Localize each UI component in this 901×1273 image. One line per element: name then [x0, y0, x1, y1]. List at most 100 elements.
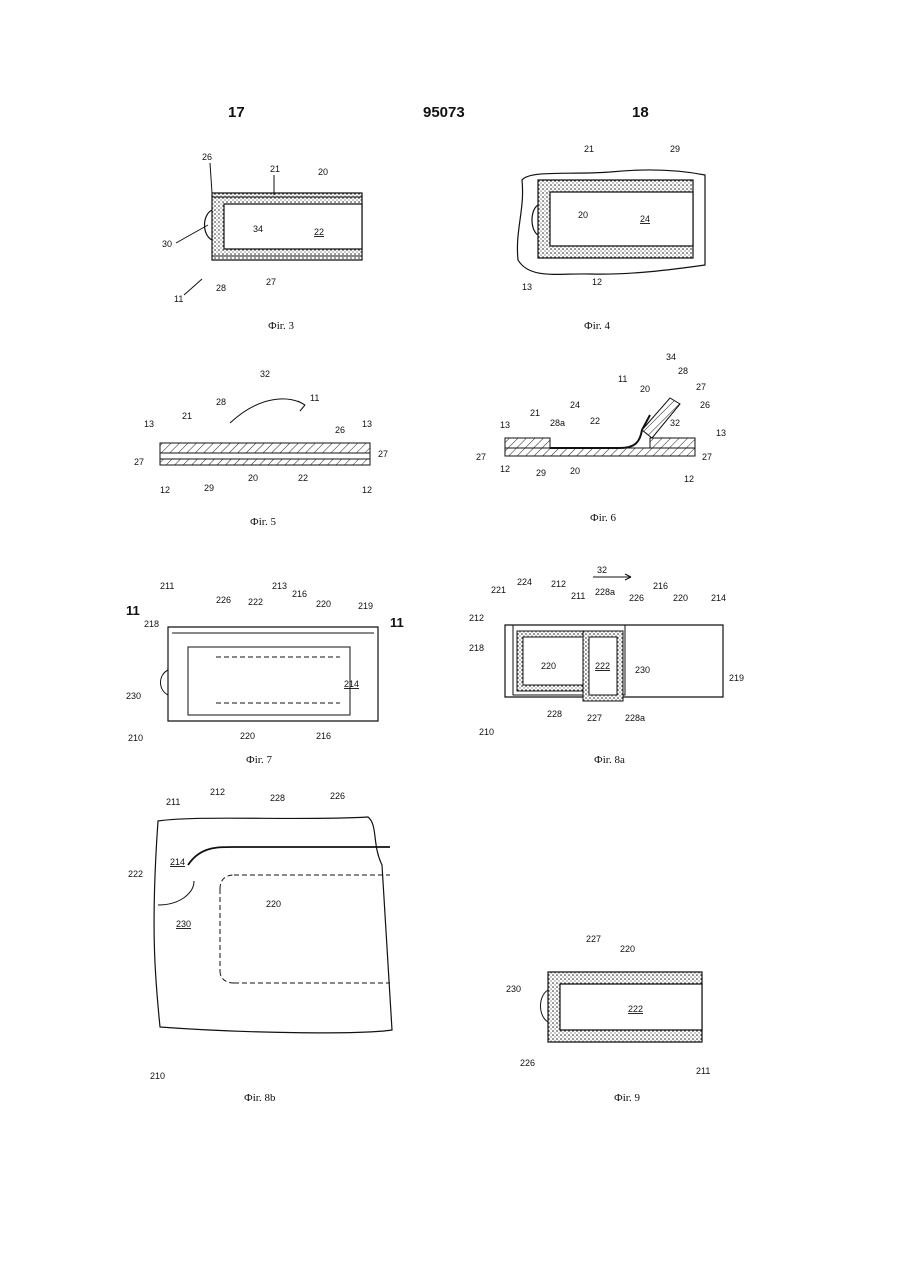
- label: 226: [216, 595, 231, 605]
- label: 27: [696, 382, 706, 392]
- label: 27: [266, 277, 276, 287]
- label: 211: [696, 1066, 710, 1076]
- label: 12: [362, 485, 372, 495]
- label: 11: [174, 294, 183, 304]
- label: 28: [216, 397, 226, 407]
- label: 213: [272, 581, 287, 591]
- label: 228: [270, 793, 285, 803]
- caption-fig-6: Фіг. 6: [590, 512, 616, 524]
- label: 12: [160, 485, 170, 495]
- label: 20: [640, 384, 650, 394]
- label: 13: [716, 428, 726, 438]
- label: 30: [162, 239, 172, 249]
- label: 28a: [550, 418, 565, 428]
- label: 29: [204, 483, 214, 493]
- label: 218: [144, 619, 159, 629]
- label: 226: [330, 791, 345, 801]
- label: 210: [128, 733, 143, 743]
- page-number-left: 17: [228, 104, 245, 121]
- figure-8b: 211 212 228 226 214 222 220 230 210: [120, 785, 410, 1085]
- label: 21: [584, 144, 594, 154]
- label: 21: [182, 411, 192, 421]
- label: 222: [628, 1004, 643, 1014]
- label: 212: [551, 579, 566, 589]
- label: 230: [506, 984, 521, 994]
- label: 29: [536, 468, 546, 478]
- label: 220: [541, 661, 556, 671]
- label: 26: [700, 400, 710, 410]
- label: 32: [597, 565, 607, 575]
- label: 218: [469, 643, 484, 653]
- label: 211: [166, 797, 180, 807]
- label: 13: [500, 420, 510, 430]
- label: 13: [522, 282, 532, 292]
- document-number: 95073: [423, 104, 465, 121]
- label: 20: [570, 466, 580, 476]
- label: 214: [170, 857, 185, 867]
- label: 12: [592, 277, 602, 287]
- label: 227: [586, 934, 601, 944]
- figure-8a: 32 221 224 212 211 228a 226 216 220 214 …: [465, 565, 755, 745]
- label: 216: [653, 581, 668, 591]
- label: 13: [144, 419, 154, 429]
- label: 220: [673, 593, 688, 603]
- label: 27: [476, 452, 486, 462]
- figure-6: 34 28 11 27 20 26 24 21 28a 22 32 13 13 …: [470, 350, 730, 500]
- label: 20: [318, 167, 328, 177]
- label: 220: [316, 599, 331, 609]
- label: 222: [128, 869, 143, 879]
- label: 228a: [625, 713, 645, 723]
- label: 32: [260, 369, 270, 379]
- label: 11: [310, 393, 319, 403]
- caption-fig-4: Фіг. 4: [584, 320, 610, 332]
- label: 228: [547, 709, 562, 719]
- figure-5: 32 28 11 21 26 13 13 27 27 12 29 20 22 1…: [130, 365, 400, 505]
- label: 221: [491, 585, 506, 595]
- label: 219: [358, 601, 373, 611]
- label: 22: [314, 227, 324, 237]
- caption-fig-7: Фіг. 7: [246, 754, 272, 766]
- label: 224: [517, 577, 532, 587]
- label: 24: [640, 214, 650, 224]
- label: 220: [620, 944, 635, 954]
- figure-4: 21 29 20 24 13 12: [510, 140, 720, 305]
- caption-fig-5: Фіг. 5: [250, 516, 276, 528]
- label: 220: [240, 731, 255, 741]
- label: 20: [578, 210, 588, 220]
- label: 211: [571, 591, 585, 601]
- caption-fig-3: Фіг. 3: [268, 320, 294, 332]
- label: 214: [344, 679, 359, 689]
- label: 12: [684, 474, 694, 484]
- label: 230: [176, 919, 191, 929]
- label: 222: [248, 597, 263, 607]
- label: 227: [587, 713, 602, 723]
- label: 210: [479, 727, 494, 737]
- label: 210: [150, 1071, 165, 1081]
- label: 230: [126, 691, 141, 701]
- label: 34: [666, 352, 676, 362]
- label: 219: [729, 673, 744, 683]
- caption-fig-9: Фіг. 9: [614, 1092, 640, 1104]
- label: 27: [378, 449, 388, 459]
- label: 226: [629, 593, 644, 603]
- label: 226: [520, 1058, 535, 1068]
- label: 12: [500, 464, 510, 474]
- label: 214: [711, 593, 726, 603]
- label: 216: [292, 589, 307, 599]
- caption-fig-8b: Фіг. 8b: [244, 1092, 276, 1104]
- label: 11: [618, 374, 627, 384]
- label: 24: [570, 400, 580, 410]
- label: 27: [702, 452, 712, 462]
- label: 11: [126, 603, 140, 618]
- figure-7: 211 226 222 213 216 220 219 11 218 11 23…: [120, 575, 410, 755]
- label: 29: [670, 144, 680, 154]
- label: 26: [335, 425, 345, 435]
- caption-fig-8a: Фіг. 8а: [594, 754, 625, 766]
- figure-3: 26 21 20 34 22 30 28 27 11: [150, 145, 390, 315]
- label: 26: [202, 152, 212, 162]
- label: 230: [635, 665, 650, 675]
- label: 32: [670, 418, 680, 428]
- label: 212: [469, 613, 484, 623]
- label: 34: [253, 224, 263, 234]
- label: 22: [298, 473, 308, 483]
